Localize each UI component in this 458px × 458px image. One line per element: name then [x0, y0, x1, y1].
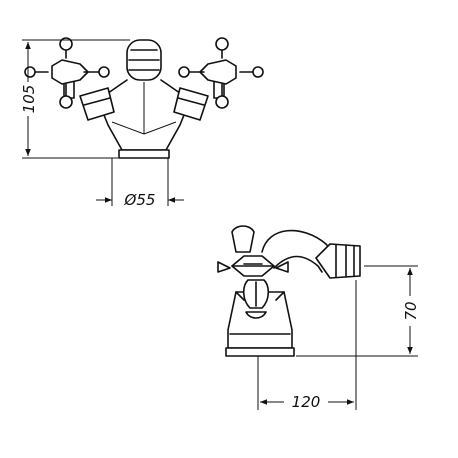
side-base [225, 347, 295, 357]
diameter-dimension-55: Ø55 [96, 158, 184, 209]
front-height-label: 105 [20, 85, 38, 114]
spout-nozzle [126, 39, 162, 81]
side-cross-handle [217, 225, 289, 319]
side-nozzle [315, 243, 361, 279]
left-cross-handle [24, 37, 115, 121]
side-view: 70 120 [217, 225, 420, 411]
front-view: 105 Ø55 [18, 37, 264, 209]
height-dimension-70: 70 [296, 265, 420, 357]
right-cross-handle [173, 37, 264, 121]
front-diameter-label: Ø55 [124, 191, 156, 209]
height-dimension-105: 105 [18, 39, 130, 159]
front-base [118, 149, 170, 159]
side-projection-label: 120 [292, 393, 321, 411]
side-height-label: 70 [402, 301, 420, 320]
projection-dimension-120: 120 [257, 280, 357, 411]
side-spout-arm [261, 229, 337, 273]
